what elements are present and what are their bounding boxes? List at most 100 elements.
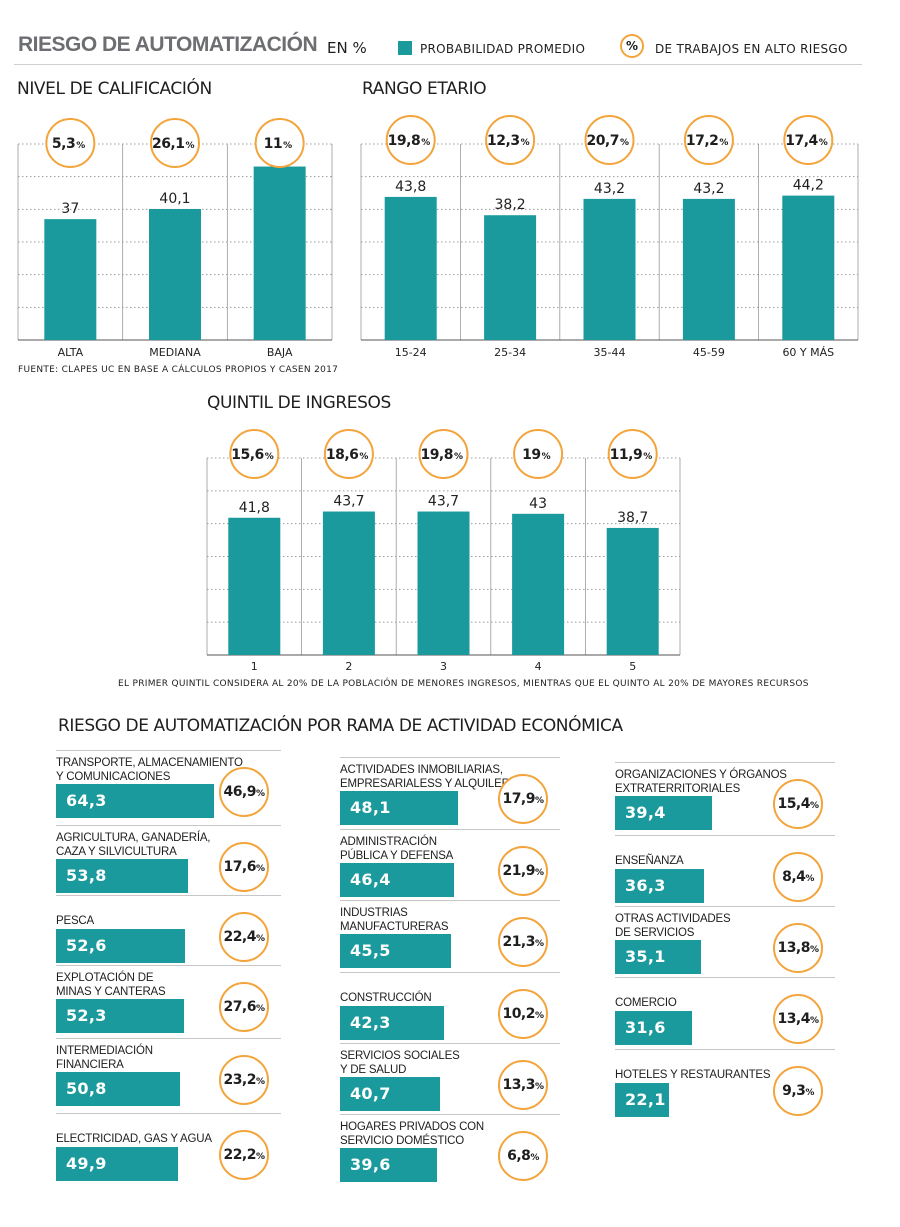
sector-risk-circle: 13,4% — [773, 994, 823, 1044]
percent-sign: % — [256, 1004, 265, 1014]
sector-label: COMERCIO — [615, 996, 677, 1010]
percent-sign: % — [535, 796, 544, 806]
sector-separator — [56, 750, 281, 751]
sector-risk-circle: 9,3% — [773, 1066, 823, 1116]
source-note: FUENTE: CLAPES UC EN BASE A CÁLCULOS PRO… — [18, 365, 339, 375]
sector-separator — [615, 835, 835, 836]
percent-sign: % — [535, 1011, 544, 1021]
sector-bar: 45,5 — [340, 934, 451, 968]
sector-separator — [615, 1049, 835, 1050]
sector-separator — [56, 895, 281, 896]
sector-risk-value: 21,9 — [502, 863, 535, 879]
legend-high-risk-label: DE TRABAJOS EN ALTO RIESGO — [655, 42, 848, 56]
sector-separator — [340, 757, 560, 758]
sector-label: HOTELES Y RESTAURANTES — [615, 1068, 771, 1082]
sector-label-line: DE SERVICIOS — [615, 927, 695, 939]
sector-label-line: ELECTRICIDAD, GAS Y AGUA — [56, 1133, 212, 1145]
sector-label-line: ACTIVIDADES INMOBILIARIAS, — [340, 764, 503, 776]
sector-label-line: EMPRESARIALESS Y ALQUILER — [340, 778, 510, 790]
sector-label-line: Y DE SALUD — [340, 1064, 407, 1076]
sector-risk-circle: 8,4% — [773, 852, 823, 902]
sector-label-line: HOGARES PRIVADOS CON — [340, 1121, 485, 1133]
sector-risk-circle: 17,9% — [498, 774, 548, 824]
sector-risk-circle: 10,2% — [498, 989, 548, 1039]
percent-sign: % — [256, 934, 265, 944]
sector-separator — [56, 1038, 281, 1039]
sector-label: PESCA — [56, 914, 94, 928]
sector-label: OTRAS ACTIVIDADES DE SERVICIOS — [615, 912, 731, 940]
sector-label-line: MANUFACTURERAS — [340, 921, 449, 933]
sector-risk-value: 21,3 — [502, 934, 535, 950]
sector-risk-circle: 27,6% — [219, 982, 269, 1032]
sector-bar-value: 42,3 — [350, 1013, 391, 1032]
sector-risk-value: 6,8 — [507, 1148, 531, 1164]
sector-separator — [56, 1113, 281, 1114]
quintile-note: EL PRIMER QUINTIL CONSIDERA AL 20% DE LA… — [118, 679, 809, 689]
sector-risk-value: 17,9 — [502, 791, 535, 807]
sector-label-line: MINAS Y CANTERAS — [56, 986, 166, 998]
sector-label-line: SERVICIO DOMÉSTICO — [340, 1135, 464, 1147]
sector-item: AGRICULTURA, GANADERÍA,CAZA Y SILVICULTU… — [56, 825, 281, 897]
sector-bar: 46,4 — [340, 863, 454, 897]
infographic-title: RIESGO DE AUTOMATIZACIÓN — [18, 33, 318, 56]
sector-bar: 52,6 — [56, 929, 185, 963]
sector-risk-circle: 13,3% — [498, 1060, 548, 1110]
sector-label-line: ADMINISTRACIÓN — [340, 836, 437, 848]
sector-label-line: OTRAS ACTIVIDADES — [615, 913, 731, 925]
sector-bar-value: 50,8 — [66, 1079, 107, 1098]
sector-item: HOGARES PRIVADOS CON SERVICIO DOMÉSTICO 39… — [340, 1114, 560, 1186]
sector-risk-value: 13,4 — [777, 1011, 810, 1027]
sector-risk-circle: 21,9% — [498, 846, 548, 896]
sector-risk-value: 15,4 — [777, 796, 810, 812]
percent-sign: % — [805, 1088, 814, 1098]
sector-bar: 31,6 — [615, 1011, 692, 1045]
sector-label-line: PÚBLICA Y DEFENSA — [340, 850, 454, 862]
legend-probability-label: PROBABILIDAD PROMEDIO — [420, 42, 586, 56]
sector-separator — [340, 1114, 560, 1115]
sector-label-line: PESCA — [56, 915, 94, 927]
sector-risk-value: 9,3 — [782, 1083, 806, 1099]
sector-separator — [340, 1043, 560, 1044]
sector-bar: 39,4 — [615, 796, 712, 830]
sector-separator — [615, 906, 835, 907]
sector-bar-value: 46,4 — [350, 870, 391, 889]
percent-sign: % — [256, 789, 265, 799]
sector-label-line: Y COMUNICACIONES — [56, 771, 171, 783]
sector-separator — [56, 825, 281, 826]
sector-label-line: ORGANIZACIONES Y ÓRGANOS — [615, 769, 787, 781]
sector-risk-value: 23,2 — [223, 1072, 256, 1088]
sector-bar: 36,3 — [615, 869, 704, 903]
sector-risk-circle: 15,4% — [773, 779, 823, 829]
chart-title-rango: RANGO ETARIO — [362, 79, 487, 99]
sector-risk-circle: 6,8% — [498, 1131, 548, 1181]
sector-bar: 35,1 — [615, 940, 701, 974]
sector-label: AGRICULTURA, GANADERÍA,CAZA Y SILVICULTU… — [56, 831, 210, 859]
sector-separator — [340, 829, 560, 830]
sector-label: ACTIVIDADES INMOBILIARIAS, EMPRESARIALESS… — [340, 763, 510, 791]
sector-separator — [56, 965, 281, 966]
percent-sign: % — [256, 1077, 265, 1087]
legend-circle-swatch: % — [620, 34, 644, 58]
percent-sign: % — [805, 874, 814, 884]
sector-bar-value: 64,3 — [66, 791, 107, 810]
sector-separator — [615, 762, 835, 763]
sector-bar: 48,1 — [340, 791, 458, 825]
sector-risk-value: 27,6 — [223, 999, 256, 1015]
sector-bar-value: 45,5 — [350, 941, 391, 960]
sector-bar-value: 39,6 — [350, 1155, 391, 1174]
sector-bar-value: 22,1 — [625, 1090, 666, 1109]
sector-bar: 50,8 — [56, 1072, 180, 1106]
sector-bar: 49,9 — [56, 1147, 178, 1181]
